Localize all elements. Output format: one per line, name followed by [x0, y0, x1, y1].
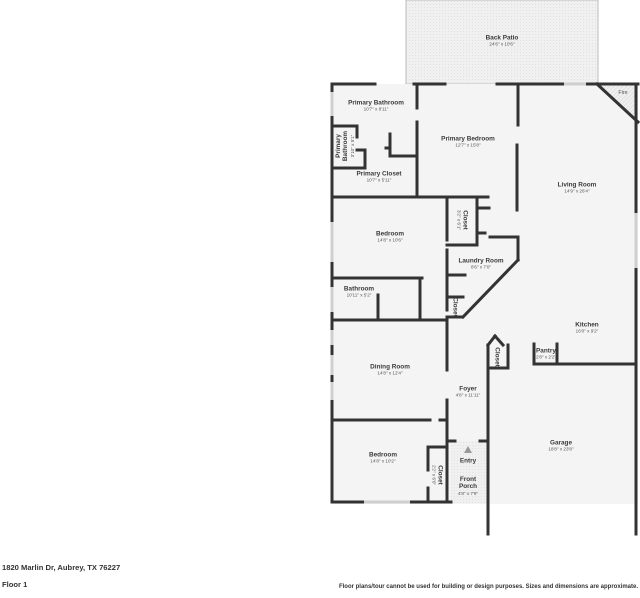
room-dims: 10'7" x 8'11" — [363, 107, 389, 113]
room-primary-closet: Primary Closet 10'7" x 5'11" — [356, 171, 401, 184]
room-primary-bedroom: Primary Bedroom 12'7" x 15'8" — [441, 136, 495, 149]
room-primary-bathroom: Primary Bathroom 10'7" x 8'11" — [348, 100, 404, 113]
room-name: Primary Bathroom — [335, 130, 350, 162]
room-name: Primary Bathroom — [348, 99, 404, 107]
room-name: Pantry — [536, 347, 556, 355]
room-name: Closet — [436, 465, 444, 485]
room-dims: 10'11" x 5'2" — [346, 293, 372, 299]
room-bedroom-2: Bedroom 14'8" x 10'6" — [376, 231, 404, 244]
room-front-porch: Front Porch 4'8" x 7'9" — [457, 476, 479, 496]
room-name: Entry — [459, 457, 477, 465]
room-name: Garage — [549, 439, 573, 447]
room-name: Laundry Room — [458, 257, 504, 265]
room-entry: Entry — [460, 457, 476, 464]
room-closet-hall: Closet 3'2" x 6'1" — [455, 209, 469, 231]
room-name: Bedroom — [368, 451, 398, 459]
room-dims: 4'8" x 7'9" — [457, 490, 479, 496]
room-dims: 4'8" x 11'11" — [455, 393, 481, 399]
room-dims: 2'8" x 2'2" — [535, 355, 557, 361]
room-name: Back Patio — [485, 34, 519, 42]
room-name: Fire — [618, 89, 628, 96]
room-bedroom-3: Bedroom 14'8" x 10'2" — [369, 452, 397, 465]
room-kitchen: Kitchen 16'0" x 9'2" — [575, 322, 598, 335]
room-name: Closet — [451, 297, 459, 317]
room-dims: 24'6" x 10'6" — [489, 42, 515, 48]
room-name: Front Porch — [458, 476, 478, 491]
room-primary-bathroom-small: Primary Bathroom 3'10" x 5'1" — [335, 130, 355, 162]
room-dims: 12'7" x 15'8" — [455, 143, 481, 149]
property-address: 1820 Marlin Dr, Aubrey, TX 76227 — [2, 563, 121, 572]
room-name: Closet — [461, 210, 469, 230]
room-dims: 3'10" x 5'1" — [349, 134, 355, 158]
room-pantry: Pantry 2'8" x 2'2" — [536, 348, 556, 361]
room-name: Living Room — [557, 181, 597, 189]
room-foyer: Foyer 4'8" x 11'11" — [456, 386, 481, 399]
disclaimer: Floor plans/tour cannot be used for buil… — [338, 584, 638, 590]
room-dims: 10'7" x 5'11" — [366, 178, 392, 184]
room-name: Primary Closet — [356, 170, 402, 178]
room-dims: 14'8" x 10'2" — [370, 459, 396, 465]
room-name: Bedroom — [375, 230, 405, 238]
room-dims: 3'2" x 6'1" — [455, 209, 461, 231]
room-name: Bathroom — [343, 285, 375, 293]
room-dims: 14'9" x 26'4" — [564, 189, 590, 195]
room-closet-small: Closet — [451, 297, 459, 317]
room-closet-foyer: Closet — [493, 347, 501, 367]
room-dims: 16'0" x 9'2" — [575, 329, 599, 335]
floor-label: Floor 1 — [2, 580, 28, 589]
room-dims: 14'8" x 10'6" — [377, 238, 403, 244]
room-closet-bedroom3: Closet 2'2" x 6'0" — [430, 464, 444, 486]
room-dims: 2'2" x 6'0" — [430, 464, 436, 486]
room-bathroom: Bathroom 10'11" x 5'2" — [344, 286, 374, 299]
room-living-room: Living Room 14'9" x 26'4" — [558, 182, 597, 195]
room-back-patio: Back Patio 24'6" x 10'6" — [486, 35, 519, 48]
room-laundry: Laundry Room 8'6" x 7'0" — [458, 258, 503, 271]
room-dims: 8'6" x 7'0" — [470, 265, 492, 271]
room-name: Kitchen — [575, 321, 599, 329]
room-dims: 14'8" x 12'4" — [377, 371, 403, 377]
room-fire: Fire — [618, 90, 627, 96]
room-name: Dining Room — [370, 363, 410, 371]
room-dims: 18'8" x 23'8" — [548, 447, 574, 453]
room-name: Foyer — [459, 385, 477, 393]
walls — [330, 81, 640, 536]
windows — [330, 82, 638, 504]
back-patio-area — [405, 0, 599, 85]
room-name: Closet — [493, 347, 501, 367]
room-dining: Dining Room 14'8" x 12'4" — [370, 364, 410, 377]
room-garage: Garage 18'8" x 23'8" — [548, 440, 573, 453]
room-name: Primary Bedroom — [441, 135, 495, 143]
entry-arrow-icon — [464, 446, 472, 453]
